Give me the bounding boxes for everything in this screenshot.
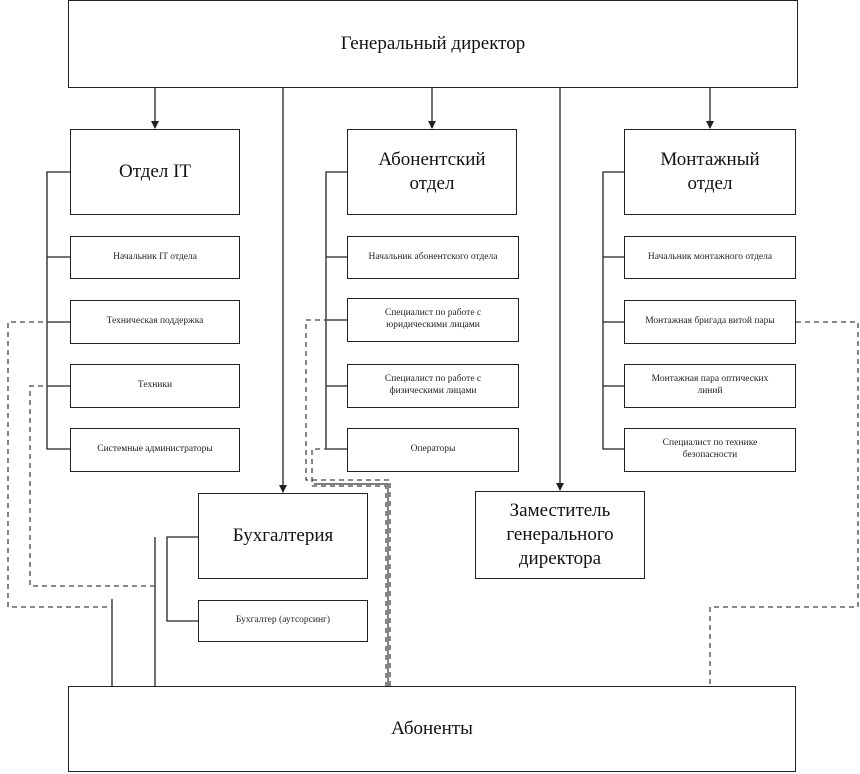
it-item-technicians: Техники <box>70 364 240 408</box>
subscriber-bracket <box>325 171 347 450</box>
subscriber-department-box: Абонентский отдел <box>347 129 517 215</box>
accounting-box: Бухгалтерия <box>198 493 368 579</box>
installation-item-optical: Монтажная пара оптических линий <box>624 364 796 408</box>
installation-bracket <box>602 171 624 450</box>
installation-department-box: Монтажный отдел <box>624 129 796 215</box>
it-bracket <box>46 171 70 450</box>
dashed-line-subscriber-legal <box>305 319 391 686</box>
it-item-head: Начальник IT отдела <box>70 236 240 279</box>
dashed-line-subscriber-operators <box>311 448 387 686</box>
dashed-line-it-technicians <box>29 385 155 587</box>
dashed-line-it-support <box>7 321 113 686</box>
subscriber-item-legal: Специалист по работе с юридическими лица… <box>347 298 519 342</box>
accounting-item-accountant: Бухгалтер (аутсорсинг) <box>198 600 368 642</box>
accounting-bracket <box>166 536 198 622</box>
installation-item-twisted-pair: Монтажная бригада витой пары <box>624 300 796 344</box>
installation-item-safety: Специалист по технике безопасности <box>624 428 796 472</box>
subscriber-item-operators: Операторы <box>347 428 519 472</box>
subscriber-item-head: Начальник абонентского отдела <box>347 236 519 279</box>
it-item-sysadmins: Системные администраторы <box>70 428 240 472</box>
it-department-box: Отдел IT <box>70 129 240 215</box>
deputy-director-box: Заместитель генерального директора <box>475 491 645 579</box>
subscriber-item-individual: Специалист по работе с физическими лицам… <box>347 364 519 408</box>
it-item-support: Техническая поддержка <box>70 300 240 344</box>
dashed-line-installation-crew <box>709 321 859 686</box>
subscribers-box: Абоненты <box>68 686 796 772</box>
general-director-box: Генеральный директор <box>68 0 798 88</box>
installation-item-head: Начальник монтажного отдела <box>624 236 796 279</box>
